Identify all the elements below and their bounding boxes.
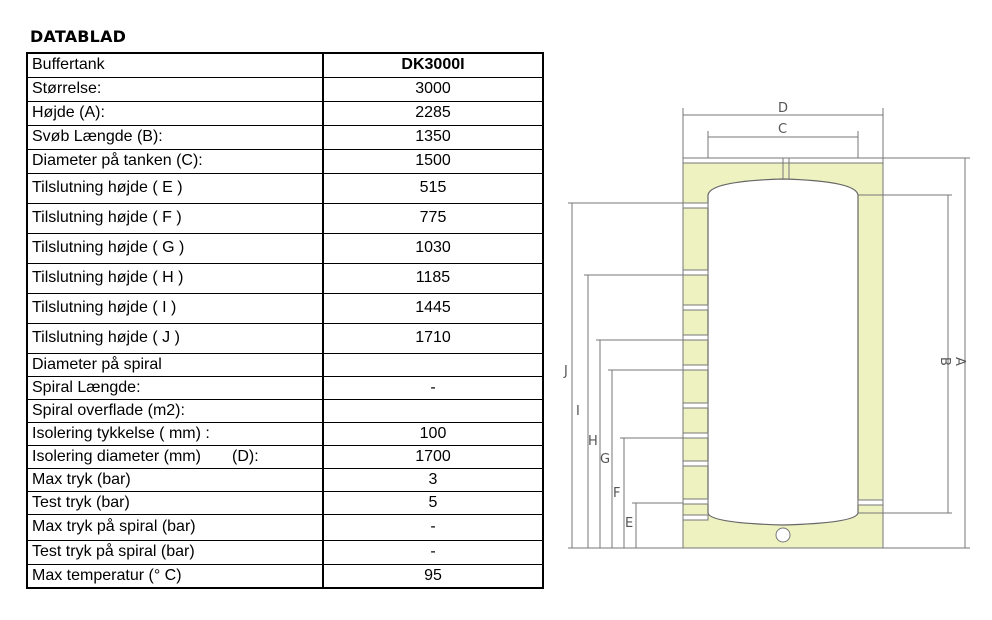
row-label: Buffertank [26,52,324,78]
row-value: 2285 [322,100,544,126]
row-label: Tilslutning højde ( J ) [26,322,324,354]
row-label: Isolering diameter (mm) (D): [26,444,324,469]
connection-stubs [682,202,884,521]
row-value [322,398,544,423]
row-label: Max temperatur (° C) [26,563,324,589]
table-row: Max tryk på spiral (bar) - [26,513,544,541]
tank-body [707,178,859,526]
row-label: Størrelse: [26,76,324,102]
table-row: Svøb Længde (B): 1350 [26,124,544,150]
row-value: 3 [322,467,544,492]
table-row: Tilslutning højde ( F ) 775 [26,202,544,234]
dimension-c [707,131,859,158]
row-value [322,352,544,377]
drain-fitting [775,527,791,543]
row-value: 5 [322,490,544,515]
label-c: C [778,122,787,137]
table-row: Tilslutning højde ( H ) 1185 [26,262,544,294]
table-row: Spiral overflade (m2): [26,398,544,423]
label-b: B [937,357,952,366]
label-e: E [625,516,633,531]
table-row: Tilslutning højde ( G ) 1030 [26,232,544,264]
row-label: Tilslutning højde ( G ) [26,232,324,264]
row-label: Tilslutning højde ( E ) [26,172,324,204]
table-row: Diameter på spiral [26,352,544,377]
table-row: Spiral Længde: - [26,375,544,400]
label-f: F [613,486,620,501]
dimension-d [682,108,884,158]
label-a: A [952,357,967,366]
label-g: G [600,452,610,467]
row-label: Max tryk på spiral (bar) [26,513,324,541]
table-row: Tilslutning højde ( I ) 1445 [26,292,544,324]
table-row: Størrelse: 3000 [26,76,544,102]
table-row: Test tryk (bar) 5 [26,490,544,515]
table-row: Isolering tykkelse ( mm) : 100 [26,421,544,446]
row-label: Diameter på spiral [26,352,324,377]
label-j: J [563,364,568,379]
row-label: Isolering tykkelse ( mm) : [26,421,324,446]
dimension-connections [568,202,683,549]
label-i: I [576,404,580,419]
spec-table: Buffertank DK3000I Størrelse: 3000 Højde… [26,52,544,589]
row-label: Tilslutning højde ( H ) [26,262,324,294]
table-row: Isolering diameter (mm) (D): 1700 [26,444,544,469]
row-value: 1710 [322,322,544,354]
tank-diagram: D C B A J I H G F E [563,101,970,549]
row-value: - [322,375,544,400]
table-row: Diameter på tanken (C): 1500 [26,148,544,174]
row-value: - [322,513,544,541]
row-label: Tilslutning højde ( I ) [26,292,324,324]
row-value: 515 [322,172,544,204]
row-value: 1350 [322,124,544,150]
row-value: 1445 [322,292,544,324]
table-row: Max temperatur (° C) 95 [26,563,544,589]
row-value: - [322,539,544,565]
label-d: D [778,101,788,116]
row-value: 1500 [322,148,544,174]
row-label: Svøb Længde (B): [26,124,324,150]
table-row: Buffertank DK3000I [26,52,544,78]
row-label: Test tryk (bar) [26,490,324,515]
row-value: 1030 [322,232,544,264]
row-value: 775 [322,202,544,234]
row-value: 95 [322,563,544,589]
row-label: Spiral overflade (m2): [26,398,324,423]
row-label: Test tryk på spiral (bar) [26,539,324,565]
label-h: H [588,434,598,449]
dimension-ab [858,157,970,549]
row-value: 1185 [322,262,544,294]
table-row: Test tryk på spiral (bar) - [26,539,544,565]
row-label: Tilslutning højde ( F ) [26,202,324,234]
row-value: 3000 [322,76,544,102]
table-row: Tilslutning højde ( E ) 515 [26,172,544,204]
row-label: Højde (A): [26,100,324,126]
row-label: Spiral Længde: [26,375,324,400]
row-label: Diameter på tanken (C): [26,148,324,174]
row-value: 1700 [322,444,544,469]
row-value: 100 [322,421,544,446]
table-row: Højde (A): 2285 [26,100,544,126]
table-row: Max tryk (bar) 3 [26,467,544,492]
row-label: Max tryk (bar) [26,467,324,492]
table-row: Tilslutning højde ( J ) 1710 [26,322,544,354]
page-title: DATABLAD [30,27,127,46]
row-value: DK3000I [322,52,544,78]
